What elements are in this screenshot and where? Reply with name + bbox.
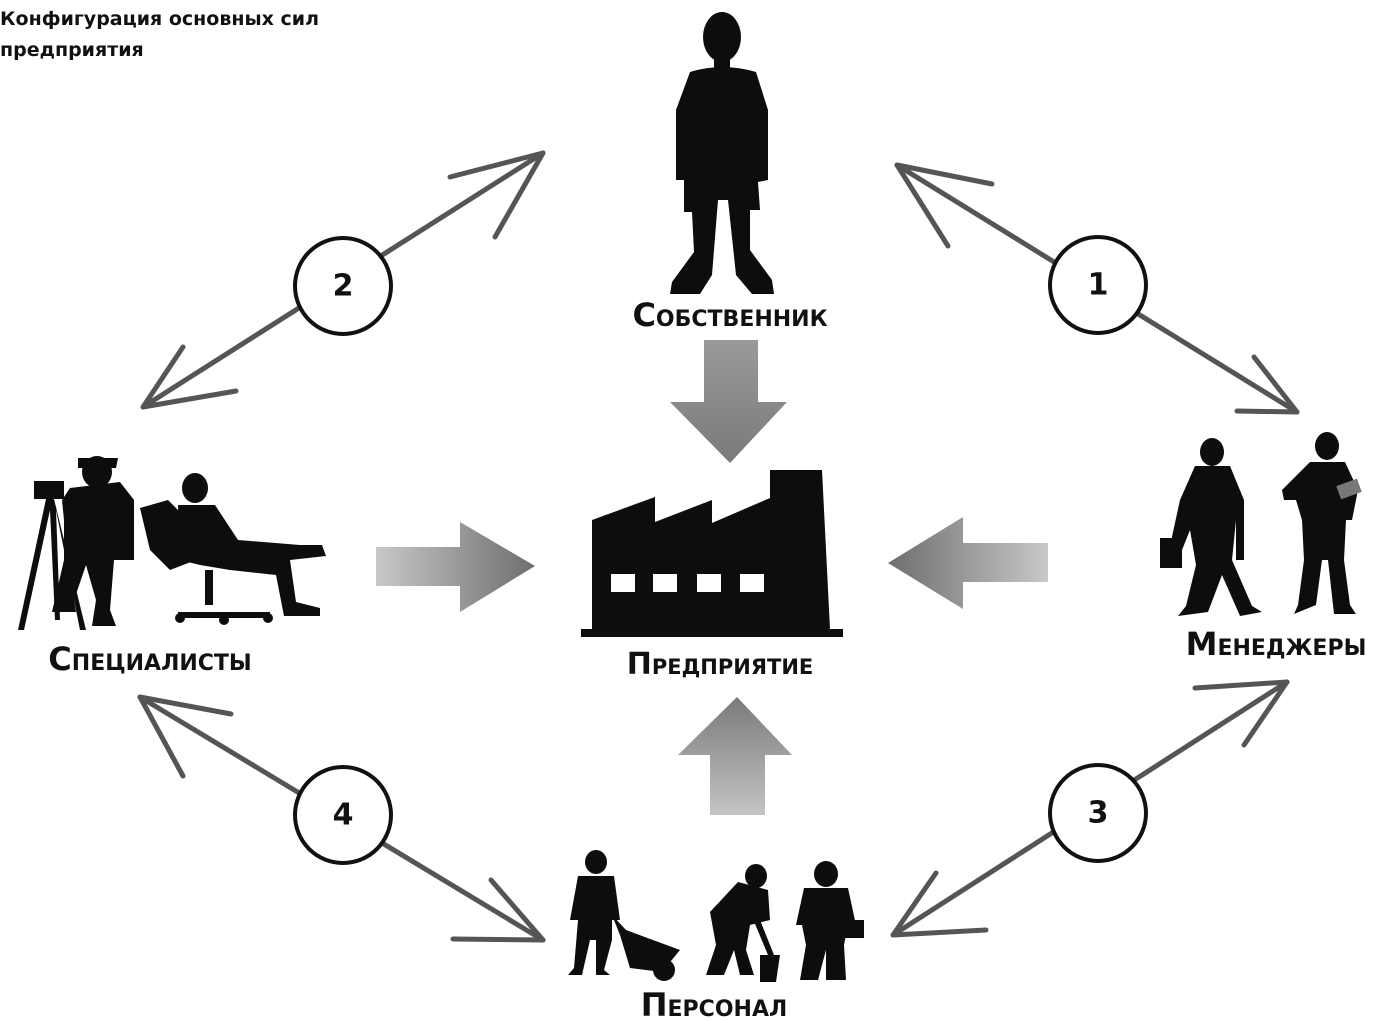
block-arrow-left bbox=[888, 517, 1048, 609]
managers-silhouette-icon bbox=[1160, 432, 1362, 616]
relation-number-2: 2 bbox=[333, 269, 354, 304]
relation-badge-1: 1 bbox=[1048, 235, 1148, 335]
owner-silhouette-icon bbox=[670, 12, 774, 294]
managers-label: Менеджеры bbox=[1186, 625, 1367, 663]
personnel-label: Персонал bbox=[641, 986, 788, 1021]
relation-number-1: 1 bbox=[1088, 268, 1109, 303]
owner-label: Собственник bbox=[632, 296, 827, 334]
relation-badge-4: 4 bbox=[293, 765, 393, 865]
block-arrow-down bbox=[670, 340, 787, 463]
relation-badge-2: 2 bbox=[293, 236, 393, 336]
personnel-silhouette-icon bbox=[568, 850, 864, 982]
block-arrow-up bbox=[678, 697, 792, 815]
block-arrow-right bbox=[376, 522, 535, 612]
enterprise-label: Предприятие bbox=[627, 647, 814, 682]
relation-number-4: 4 bbox=[333, 798, 354, 833]
caption-line-2: предприятия bbox=[0, 39, 144, 61]
specialists-silhouette-icon bbox=[18, 456, 326, 630]
relation-number-3: 3 bbox=[1088, 796, 1109, 831]
diagram-caption: Конфигурация основных сил предприятия bbox=[0, 4, 460, 66]
factory-icon bbox=[581, 470, 843, 637]
relation-badge-3: 3 bbox=[1048, 763, 1148, 863]
caption-line-1: Конфигурация основных сил bbox=[0, 8, 320, 30]
specialists-label: Специалисты bbox=[48, 640, 251, 678]
